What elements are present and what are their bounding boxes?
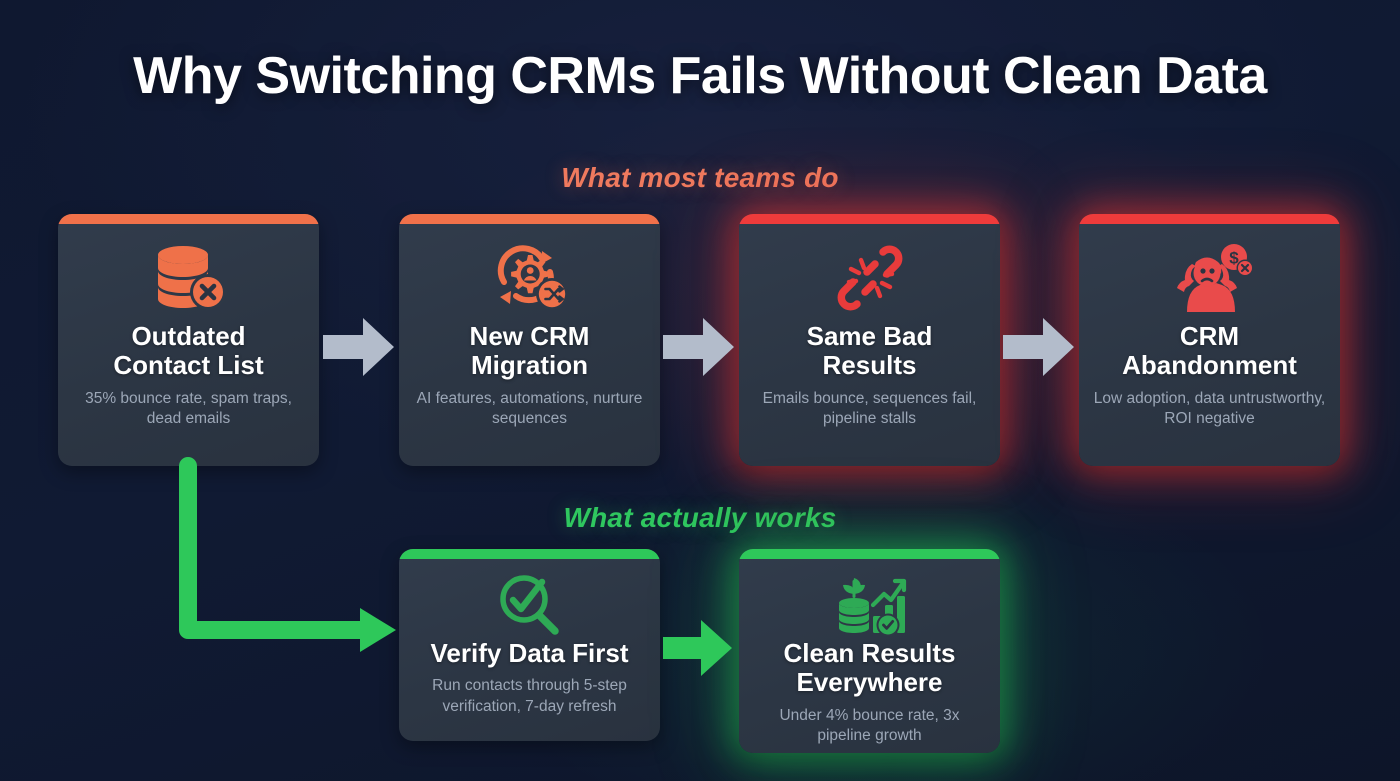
card-title-line-2: Results: [822, 350, 917, 381]
card-title-line-2: Migration: [471, 350, 588, 381]
svg-text:$: $: [1229, 249, 1239, 268]
card-title: Outdated Contact List: [103, 321, 273, 381]
card-title-line-1: Clean Results: [783, 638, 956, 668]
card-same-bad-results[interactable]: Same Bad Results Emails bounce, sequence…: [739, 214, 1000, 466]
card-description: 35% bounce rate, spam traps, dead emails: [85, 389, 292, 428]
card-accent-bar: [1079, 214, 1340, 224]
magnifier-check-icon: [495, 571, 565, 637]
card-title-line-2: Abandonment: [1122, 350, 1297, 381]
card-verify-data-first[interactable]: Verify Data First Run contacts through 5…: [399, 549, 660, 741]
card-title: Verify Data First: [430, 638, 629, 668]
card-title-line-1: Outdated: [131, 321, 246, 351]
card-title-line-2: Contact List: [113, 350, 264, 381]
arrow-right-green: [663, 620, 732, 676]
arrow-right-gray-2: [663, 318, 734, 376]
card-title-line-1: Same Bad: [806, 321, 933, 351]
card-title-line-2: Everywhere: [796, 667, 943, 698]
card-outdated-contact-list[interactable]: Outdated Contact List 35% bounce rate, s…: [58, 214, 319, 466]
frustrated-person-money-loss-icon: $: [1167, 240, 1253, 316]
section-label-good-path: What actually works: [563, 502, 837, 533]
arrow-right-gray-1: [323, 318, 394, 376]
elbow-arrow-green-down-right: [179, 457, 396, 652]
card-accent-bar: [58, 214, 319, 224]
card-description: Under 4% bounce rate, 3x pipeline growth: [779, 706, 960, 745]
card-title: CRM Abandonment: [1112, 321, 1307, 381]
section-label-bad-path: What most teams do: [561, 162, 839, 193]
card-title: New CRM Migration: [460, 321, 600, 381]
card-new-crm-migration[interactable]: New CRM Migration AI features, automatio…: [399, 214, 660, 466]
card-title-line-1: New CRM: [469, 321, 590, 351]
card-title: Clean Results Everywhere: [774, 638, 966, 698]
card-accent-bar: [399, 214, 660, 224]
page-title: Why Switching CRMs Fails Without Clean D…: [133, 47, 1267, 105]
card-description: AI features, automations, nurture sequen…: [416, 389, 643, 428]
arrow-right-gray-3: [1003, 318, 1074, 376]
gear-sync-shuffle-icon: [490, 240, 570, 316]
broken-chain-icon: [831, 240, 909, 316]
database-error-icon: [150, 240, 228, 316]
card-description: Emails bounce, sequences fail, pipeline …: [762, 389, 977, 428]
card-accent-bar: [399, 549, 660, 559]
card-clean-results-everywhere[interactable]: Clean Results Everywhere Under 4% bounce…: [739, 549, 1000, 753]
card-description: Low adoption, data untrustworthy, ROI ne…: [1093, 389, 1326, 428]
card-crm-abandonment[interactable]: $ CRM Abandonment Low adoption, data unt…: [1079, 214, 1340, 466]
card-title-line-1: CRM: [1179, 321, 1240, 351]
card-title: Same Bad Results: [797, 321, 943, 381]
card-accent-bar: [739, 214, 1000, 224]
card-accent-bar: [739, 549, 1000, 559]
card-description: Run contacts through 5-step verification…: [432, 677, 627, 715]
growth-chart-plant-check-icon: [832, 571, 908, 637]
